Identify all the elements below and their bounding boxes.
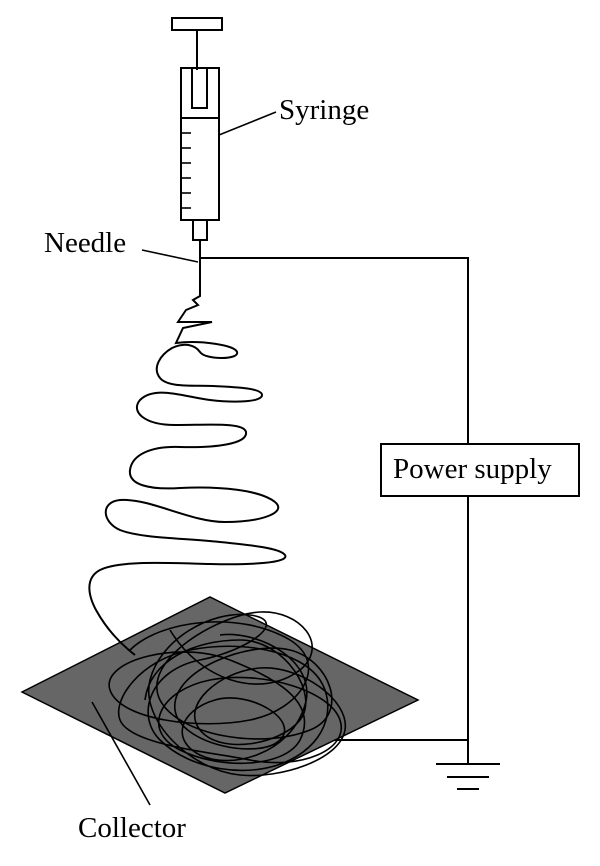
collector-plate [20, 596, 420, 794]
graduation-marks [181, 132, 191, 209]
ground-icon [436, 740, 500, 790]
fiber-jet [88, 268, 287, 656]
syringe-barrel [180, 67, 220, 221]
needle-hub [192, 219, 208, 241]
power-supply-box [380, 443, 580, 497]
plunger-inner [191, 68, 208, 109]
wire-top [200, 257, 469, 444]
power-circuit [200, 257, 580, 790]
collector-label: Collector [78, 812, 186, 844]
syringe-leader [218, 111, 277, 136]
fiber-mat-2 [156, 611, 333, 762]
collector-leader [91, 701, 151, 806]
plunger-cap [171, 17, 223, 31]
syringe-label: Syringe [279, 94, 369, 126]
needle-leader [141, 249, 199, 263]
needle-label: Needle [44, 227, 126, 259]
power-supply-label: Power supply [393, 453, 552, 485]
syringe [171, 17, 223, 268]
